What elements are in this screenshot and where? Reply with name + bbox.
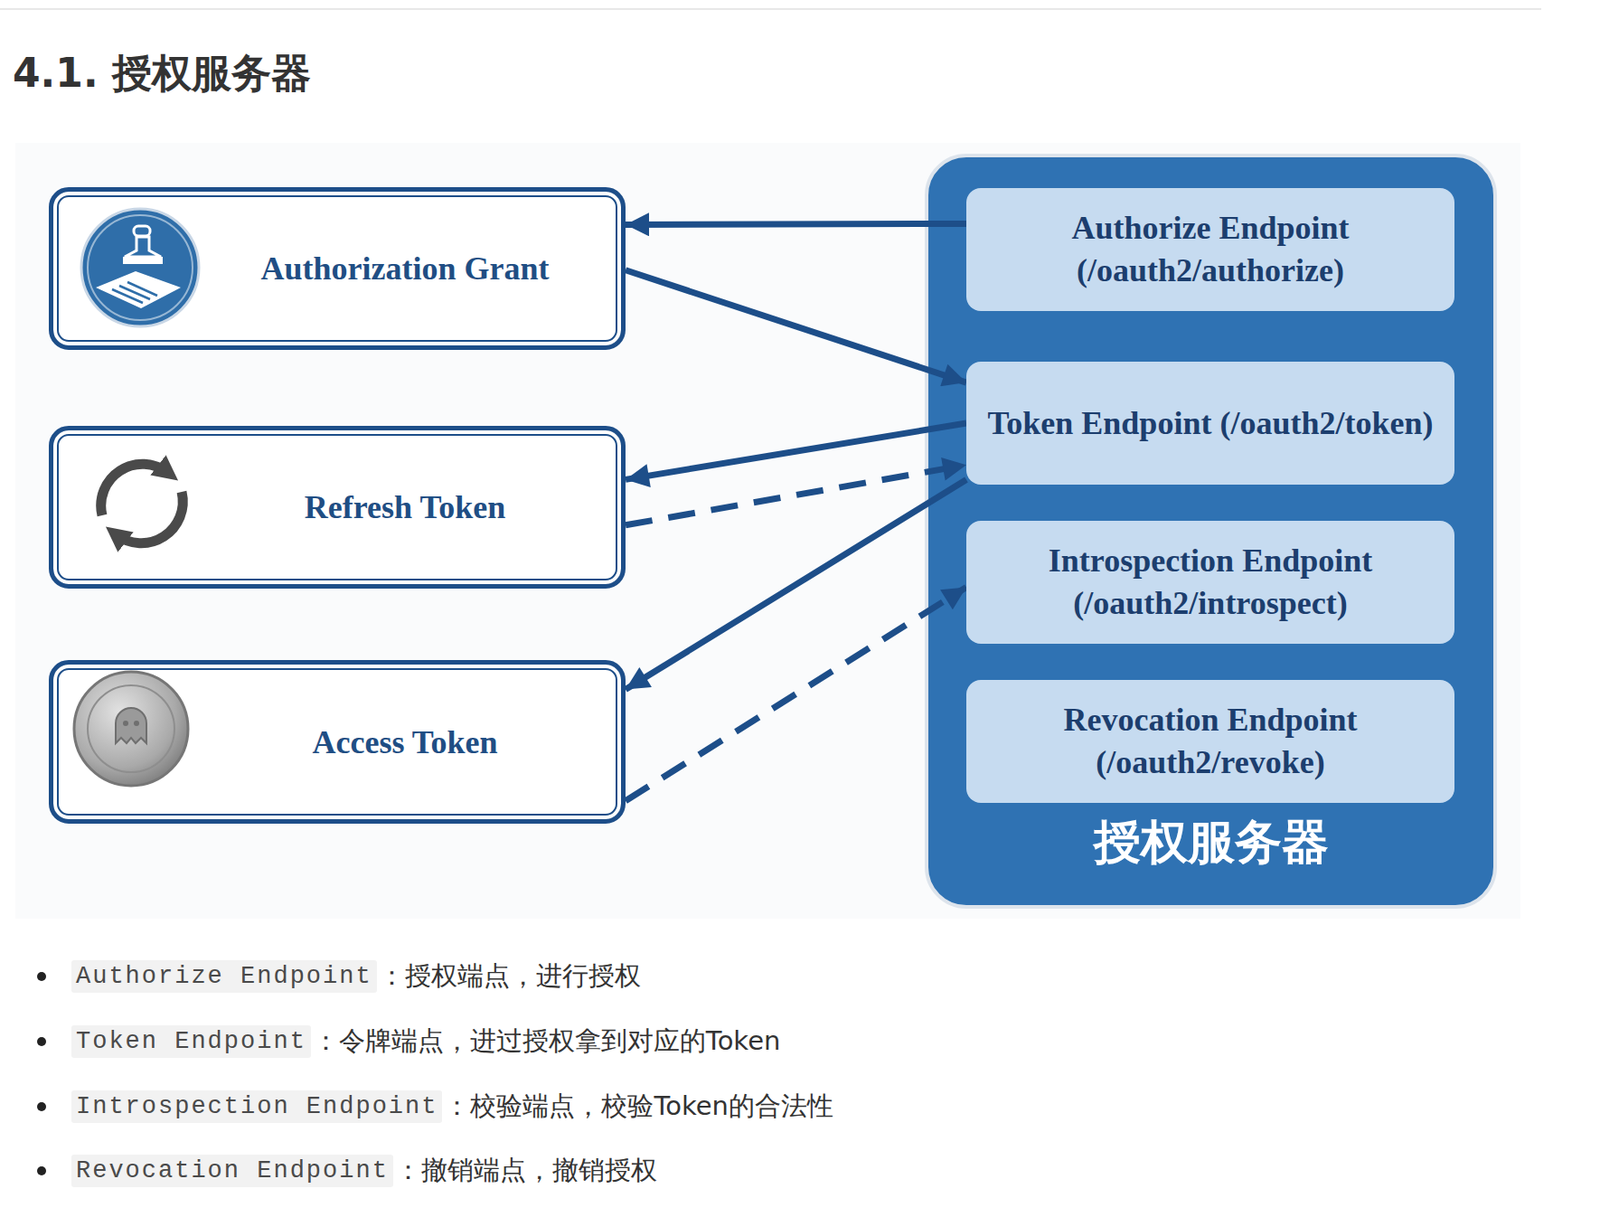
endpoint-box: Introspection Endpoint (/oauth2/introspe… [966,520,1455,644]
code-term: Token Endpoint [71,1025,311,1058]
box-fill [48,425,626,589]
dashed-connector [625,464,967,526]
server-panel-fill [926,155,1496,907]
refresh-icon [101,463,184,543]
bullet-row: Introspection Endpoint：校验端点，校验Token的合法性 [71,1084,834,1129]
code-term: Authorize Endpoint [71,960,377,993]
box-label: Authorize Endpoint (/oauth2/authorize) [984,207,1437,292]
box-fill [48,187,626,350]
box-fill [48,659,626,824]
page-title: 4.1. 授权服务器 [12,47,311,101]
term-description: ：授权端点，进行授权 [378,958,641,995]
bullet-dot [37,971,47,981]
bullet-dot [37,1036,47,1046]
coin-icon [74,671,189,786]
box-label: Token Endpoint (/oauth2/token) [984,402,1437,445]
diagram-ground [15,142,1521,919]
bullet-row: Revocation Endpoint：撤销端点，撤销授权 [71,1148,658,1193]
dashed-connector [625,586,967,800]
box-label: Access Token [311,723,498,762]
bullet-row: Authorize Endpoint：授权端点，进行授权 [71,954,641,998]
term-description: ：撤销端点，撤销授权 [395,1152,658,1189]
code-term: Revocation Endpoint [71,1154,394,1187]
term-description: ：令牌端点，进过授权拿到对应的Token [312,1023,782,1060]
arrow-connector [625,423,967,480]
term-description: ：校验端点，校验Token的合法性 [443,1088,834,1125]
endpoint-box: Token Endpoint (/oauth2/token) [966,361,1455,485]
flow-box: Authorization Grant [48,187,626,350]
bullet-dot [37,1101,47,1111]
box-label: Revocation Endpoint (/oauth2/revoke) [984,698,1437,784]
bullet-row: Token Endpoint：令牌端点，进过授权拿到对应的Token [71,1019,781,1064]
box-label: Authorization Grant [261,249,550,288]
endpoint-box: Authorize Endpoint (/oauth2/authorize) [966,188,1455,311]
flow-box: Refresh Token [48,425,626,589]
arrow-connector [625,270,967,383]
code-term: Introspection Endpoint [71,1090,443,1123]
flow-box: Access Token [48,659,626,824]
box-label: Introspection Endpoint (/oauth2/introspe… [984,539,1437,625]
stamp-icon [81,208,199,327]
arrow-connector [625,220,967,228]
server-panel: 授权服务器 Authorize Endpoint (/oauth2/authori… [926,155,1496,907]
bullet-dot [37,1166,47,1176]
server-title: 授权服务器 [926,810,1496,875]
arrow-connector [625,480,967,690]
box-label: Refresh Token [304,488,506,527]
endpoint-box: Revocation Endpoint (/oauth2/revoke) [966,679,1455,803]
top-rule [0,8,1542,10]
